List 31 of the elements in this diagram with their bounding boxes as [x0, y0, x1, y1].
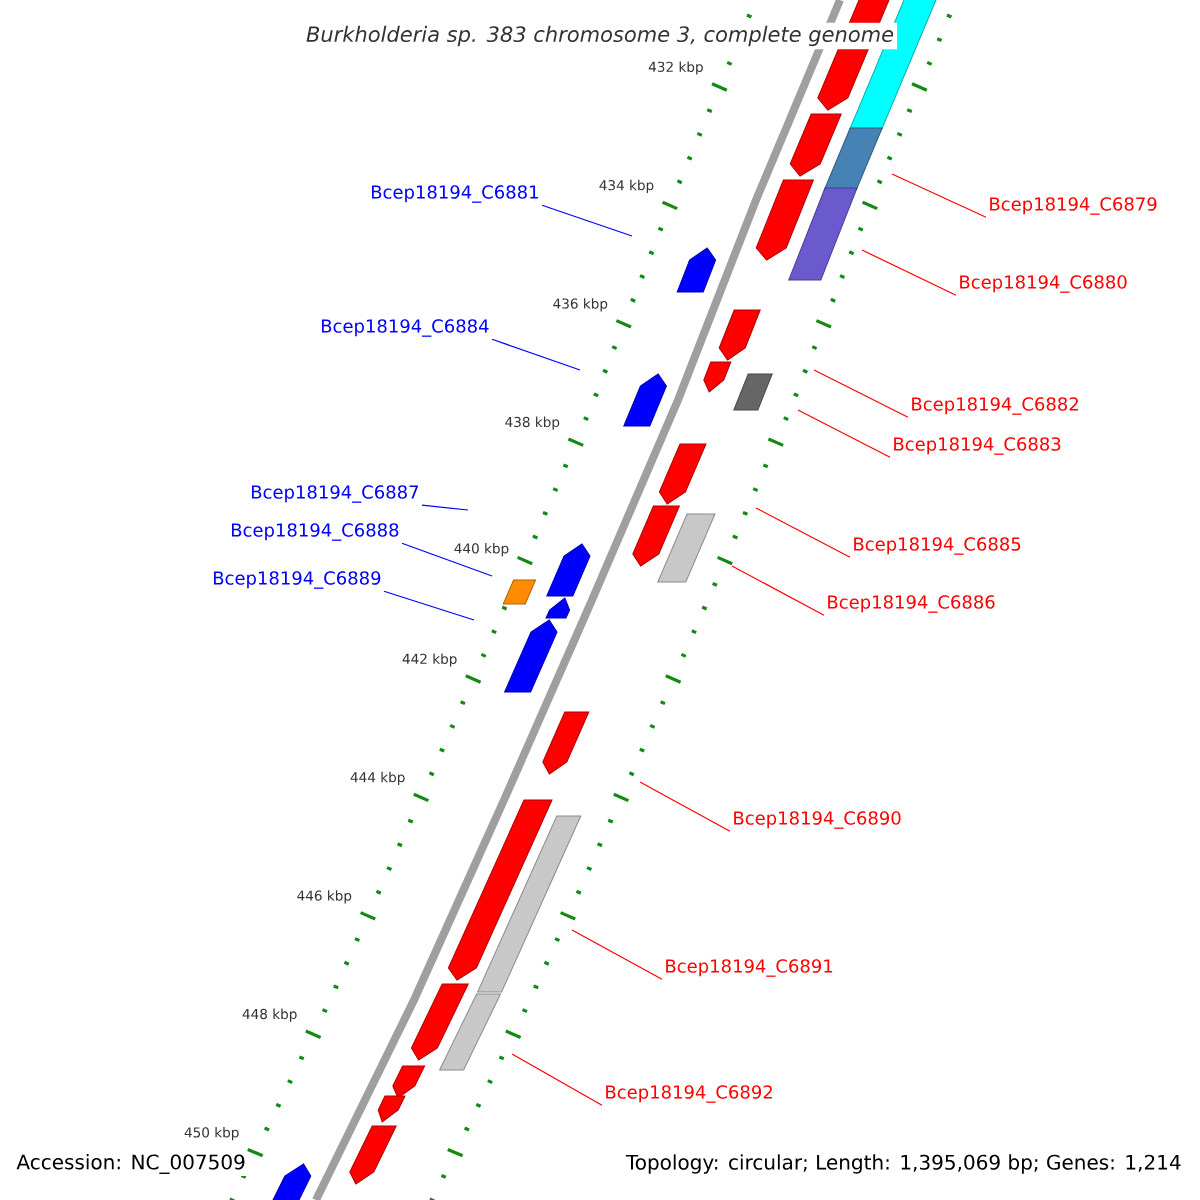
gene-label: Bcep18194_C6888 — [232, 523, 399, 541]
gene-label: Bcep18194_C6892 — [606, 1085, 772, 1103]
leader-line — [755, 507, 851, 558]
gene-label: Bcep18194_C6882 — [912, 397, 1078, 415]
leader-line — [813, 369, 909, 418]
leader-line — [571, 929, 663, 980]
gene-label: Bcep18194_C6889 — [214, 571, 381, 589]
genome-info-text: Topology: circular; Length: 1,395,069 bp; Genes: 1,214 — [623, 1152, 1184, 1176]
gene-label: Bcep18194_C6879 — [990, 197, 1157, 215]
leader-line — [491, 338, 581, 371]
gene-label: Bcep18194_C6883 — [894, 437, 1061, 455]
gene-label: Bcep18194_C6886 — [828, 595, 995, 613]
leader-line — [383, 590, 475, 621]
leader-line — [511, 1053, 603, 1106]
leader-line — [541, 204, 633, 237]
gene-label: Bcep18194_C6890 — [734, 811, 901, 829]
accession-text: Accession: NC_007509 — [14, 1152, 248, 1176]
gene-label: Bcep18194_C6885 — [854, 537, 1021, 555]
gene-label: Bcep18194_C6880 — [960, 275, 1127, 293]
leader-line — [421, 504, 469, 511]
gene-label: Bcep18194_C6887 — [252, 485, 419, 503]
leader-line — [639, 781, 731, 832]
gene-label: Bcep18194_C6884 — [322, 319, 489, 337]
leader-line — [401, 542, 493, 577]
leader-line — [861, 249, 957, 296]
leader-line — [891, 173, 987, 218]
title: Burkholderia sp. 383 chromosome 3, complete genome — [302, 22, 898, 50]
gene-label: Bcep18194_C6891 — [666, 959, 833, 977]
leader-line — [731, 565, 825, 616]
gene-label: Bcep18194_C6881 — [372, 185, 538, 203]
leader-line — [797, 409, 891, 458]
